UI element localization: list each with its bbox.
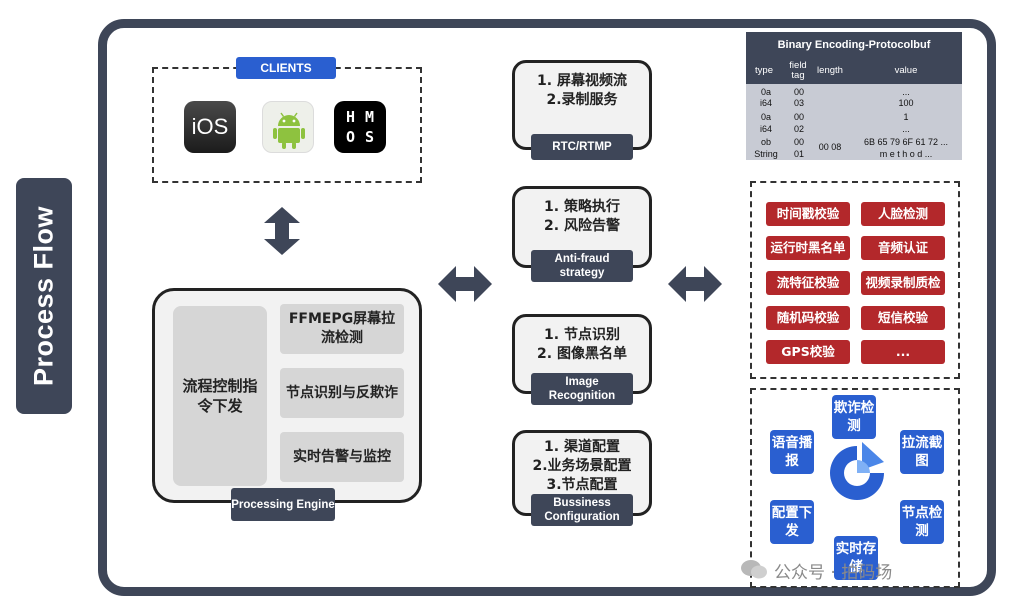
anti-fraud-line-1: 1. 策略执行 <box>544 199 620 215</box>
protocol-row: 0a 00 1 <box>746 112 962 124</box>
protocol-row: i64 03 100 <box>746 98 962 110</box>
protocol-title: Binary Encoding-Protocolbuf <box>746 32 962 58</box>
capability-realtime-storage: 实时存储 <box>834 536 878 580</box>
protocol-col-value: value <box>894 65 918 76</box>
business-line-2: 2.业务场景配置 <box>532 458 632 474</box>
cell-tag: 00 <box>793 112 804 122</box>
rtc-line-1: 1. 屏幕视频流 <box>537 73 627 89</box>
hmos-line2: OS <box>345 128 385 146</box>
hmos-line1: HM <box>345 108 385 126</box>
cell-value: m e t h o d ... <box>879 149 933 159</box>
android-icon <box>262 101 314 153</box>
engine-main-block: 流程控制指令下发 <box>173 306 267 486</box>
protocol-row: String 01 00 08 m e t h o d ... <box>746 142 962 161</box>
engine-item-ffmpeg: FFMEPG屏幕拉流检测 <box>280 304 404 354</box>
cycle-logo-icon <box>830 442 884 500</box>
cell-tag: 01 <box>793 149 804 159</box>
watermark-text: 公众号 · 拍码场 <box>774 563 893 583</box>
business-line-3: 3.节点配置 <box>546 477 618 493</box>
protocol-col-type: type <box>755 65 773 76</box>
check-video-quality: 视频录制质检 <box>861 271 945 295</box>
cell-value: 1 <box>903 112 909 122</box>
cell-type: 0a <box>760 87 771 97</box>
business-line-1: 1. 渠道配置 <box>544 439 620 455</box>
protocol-row: ob 00 6B 65 79 6F 61 72 ... <box>746 137 962 149</box>
rtc-line-2: 2.录制服务 <box>546 92 618 108</box>
protocol-row: i64 02 ... <box>746 124 962 136</box>
capability-stream-screenshot: 拉流截图 <box>900 430 944 474</box>
cell-tag: 02 <box>793 124 804 134</box>
check-gps: GPS校验 <box>766 340 850 364</box>
check-more: ... <box>861 340 945 364</box>
anti-fraud-line-2: 2. 风险告警 <box>544 218 620 234</box>
cell-value: ... <box>902 124 910 134</box>
cell-value: ... <box>902 87 910 97</box>
checks-box <box>750 181 960 379</box>
cell-value: 6B 65 79 6F 61 72 ... <box>863 137 949 147</box>
protocol-header: type field tag length value <box>746 58 962 84</box>
cell-value: 100 <box>898 98 914 108</box>
cell-length: 00 08 <box>818 142 842 152</box>
protocol-row: 0a 00 ... <box>746 87 962 99</box>
cell-type: i64 <box>759 98 772 108</box>
check-face: 人脸检测 <box>861 202 945 226</box>
protocol-col-length: length <box>817 65 843 76</box>
image-recognition-line-1: 1. 节点识别 <box>544 327 620 343</box>
cell-tag: 00 <box>793 87 804 97</box>
ios-icon: iOS <box>184 101 236 153</box>
image-recognition-label: Image Recognition <box>531 373 633 405</box>
protocol-col-fieldtag: field tag <box>789 60 807 81</box>
cell-type: 0a <box>760 112 771 122</box>
check-audio: 音频认证 <box>861 236 945 260</box>
cell-type: ob <box>760 137 771 147</box>
hmos-icon: HM OS <box>334 101 386 153</box>
processing-engine-label: Processing Engine <box>231 488 335 521</box>
cell-tag: 03 <box>793 98 804 108</box>
capability-voice-broadcast: 语音播报 <box>770 430 814 474</box>
anti-fraud-label: Anti-fraud strategy <box>531 250 633 282</box>
vertical-double-arrow-icon <box>264 207 300 255</box>
process-flow-title: Process Flow <box>16 178 72 414</box>
wechat-icon <box>741 560 767 579</box>
business-config-label: Bussiness Configuration <box>531 494 633 526</box>
capability-config-dispatch: 配置下发 <box>770 500 814 544</box>
cell-type: i64 <box>759 124 772 134</box>
engine-item-node-recognition: 节点识别与反欺诈 <box>280 368 404 418</box>
check-stream-feature: 流特征校验 <box>766 271 850 295</box>
engine-item-alert: 实时告警与监控 <box>280 432 404 482</box>
check-timestamp: 时间戳校验 <box>766 202 850 226</box>
left-right-arrow-icon <box>438 266 492 302</box>
cell-type: String <box>754 149 778 159</box>
capability-fraud-detect: 欺诈检测 <box>832 395 876 439</box>
left-right-arrow-icon-2 <box>668 266 722 302</box>
rtc-rtmp-label: RTC/RTMP <box>531 134 633 160</box>
capability-node-detect: 节点检测 <box>900 500 944 544</box>
check-sms: 短信校验 <box>861 306 945 330</box>
capabilities-box <box>750 388 960 588</box>
check-runtime-blacklist: 运行时黑名单 <box>766 236 850 260</box>
clients-label: CLIENTS <box>236 57 336 79</box>
image-recognition-line-2: 2. 图像黑名单 <box>537 346 627 362</box>
cell-tag: 00 <box>793 137 804 147</box>
process-flow-title-text: Process Flow <box>28 205 59 387</box>
check-random-code: 随机码校验 <box>766 306 850 330</box>
